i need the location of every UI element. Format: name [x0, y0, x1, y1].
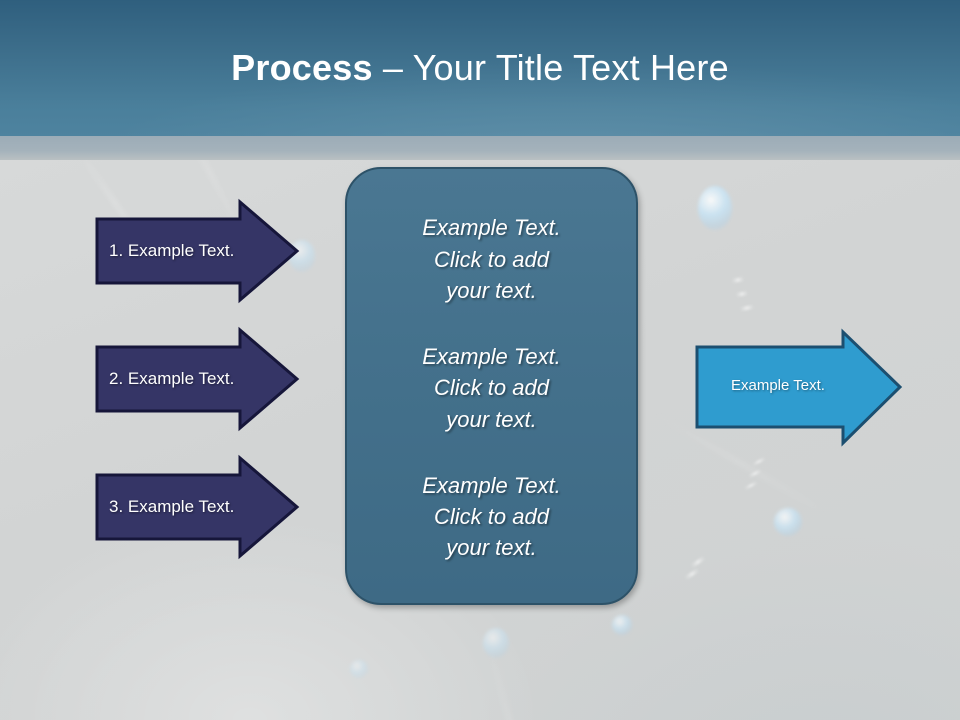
title-rest-part: – Your Title Text Here [372, 47, 729, 88]
result-arrow[interactable]: Example Text. [695, 328, 903, 447]
light-streak [684, 567, 700, 581]
panel-text-block-1: Example Text. Click to add your text. [422, 215, 561, 303]
bokeh-glow [350, 660, 368, 678]
background-band [0, 136, 960, 160]
bokeh-glow [774, 508, 802, 536]
bokeh-glow [612, 615, 632, 635]
result-arrow-shape [695, 328, 903, 447]
bokeh-glow [698, 186, 732, 230]
slide-header [0, 0, 960, 136]
step-arrow-1[interactable]: 1. Example Text. [95, 198, 300, 304]
process-panel[interactable]: Example Text. Click to add your text. Ex… [345, 167, 638, 605]
step-arrow-2-label: 2. Example Text. [109, 369, 235, 388]
step-arrow-2[interactable]: 2. Example Text. [95, 326, 300, 432]
light-streak [744, 480, 758, 491]
light-streak [735, 290, 749, 298]
result-arrow-label: Example Text. [731, 377, 825, 394]
light-streak [731, 276, 745, 284]
header-sheen [0, 0, 960, 136]
step-arrow-1-label: 1. Example Text. [109, 241, 235, 260]
step-arrow-3-label: 3. Example Text. [109, 497, 235, 516]
title-bold-part: Process [231, 47, 373, 88]
bokeh-glow [483, 628, 509, 658]
faint-streak [486, 644, 534, 720]
step-arrow-3[interactable]: 3. Example Text. [95, 454, 300, 560]
arrow-shape-1 [95, 198, 300, 304]
arrow-shape-3 [95, 454, 300, 560]
arrow-shape-2 [95, 326, 300, 432]
panel-text-block-3: Example Text. Click to add your text. [422, 472, 561, 561]
panel-text-block-2: Example Text. Click to add your text. [422, 344, 561, 432]
page-title: Process – Your Title Text Here [0, 48, 960, 88]
light-streak [690, 555, 706, 569]
light-streak [752, 456, 766, 467]
light-streak [739, 304, 755, 312]
